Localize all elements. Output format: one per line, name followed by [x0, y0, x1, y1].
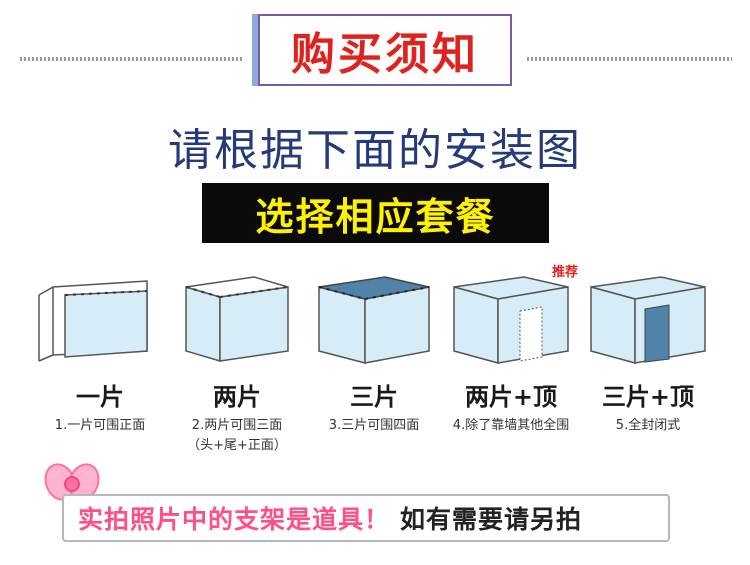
bed-two-panels-top-illustration — [453, 276, 569, 364]
option-name: 三片 — [350, 383, 398, 411]
bed-three-panels-top-illustration — [590, 276, 706, 364]
option-name: 两片 — [213, 383, 261, 411]
option-desc-line: 2.两片可围三面 — [191, 418, 283, 433]
package-banner-text: 选择相应套餐 — [255, 194, 496, 239]
bed-one-panel-illustration — [38, 280, 148, 362]
option-desc: 5.全封闭式 — [615, 418, 681, 433]
option-name: 两片+顶 — [464, 383, 558, 411]
recommend-tag: 推荐 — [552, 265, 579, 280]
bed-two-panels-illustration — [185, 276, 289, 363]
bed-three-panels-illustration — [318, 276, 430, 364]
option-desc: 3.三片可围四面 — [328, 418, 420, 433]
title-box: 购买须知 — [258, 14, 512, 86]
package-banner: 选择相应套餐 — [202, 183, 549, 243]
notice-part2: 如有需要请另拍 — [400, 505, 583, 534]
option-name: 三片+顶 — [601, 383, 695, 411]
subtitle: 请根据下面的安装图 — [168, 125, 582, 176]
bow-icon — [44, 463, 100, 501]
page-title: 购买须知 — [291, 29, 479, 80]
option-one-panel: 一片 1.一片可围正面 — [28, 265, 172, 436]
option-two-panels-top: 两片+顶 4.除了靠墙其他全围 — [439, 265, 583, 436]
option-three-panels: 三片 3.三片可围四面 — [302, 265, 446, 436]
option-three-panels-top: 三片+顶 5.全封闭式 — [576, 265, 720, 436]
option-desc: 4.除了靠墙其他全围 — [452, 418, 570, 433]
notice-part1: 实拍照片中的支架是道具！ — [78, 505, 391, 534]
right-dotted-divider — [527, 57, 732, 61]
prop-notice: 实拍照片中的支架是道具！ 如有需要请另拍 — [62, 494, 670, 542]
option-name: 一片 — [76, 383, 124, 411]
option-desc: 2.两片可围三面 （头+尾+正面） — [165, 416, 309, 456]
option-desc-line: （头+尾+正面） — [187, 438, 287, 453]
left-dotted-divider — [20, 57, 244, 61]
option-two-panels: 两片 2.两片可围三面 （头+尾+正面） — [165, 265, 309, 456]
option-desc: 1.一片可围正面 — [54, 418, 146, 433]
